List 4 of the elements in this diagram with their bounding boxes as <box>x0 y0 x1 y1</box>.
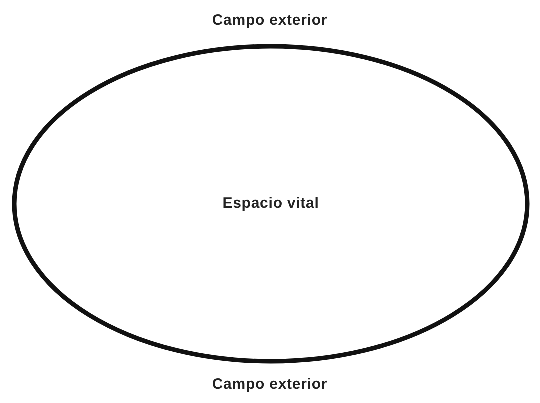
region-label: Campo exterior <box>212 11 328 31</box>
ellipse-region <box>12 44 530 364</box>
region-label: Campo exterior <box>212 375 328 395</box>
region-label: Espacio vital <box>222 194 320 214</box>
